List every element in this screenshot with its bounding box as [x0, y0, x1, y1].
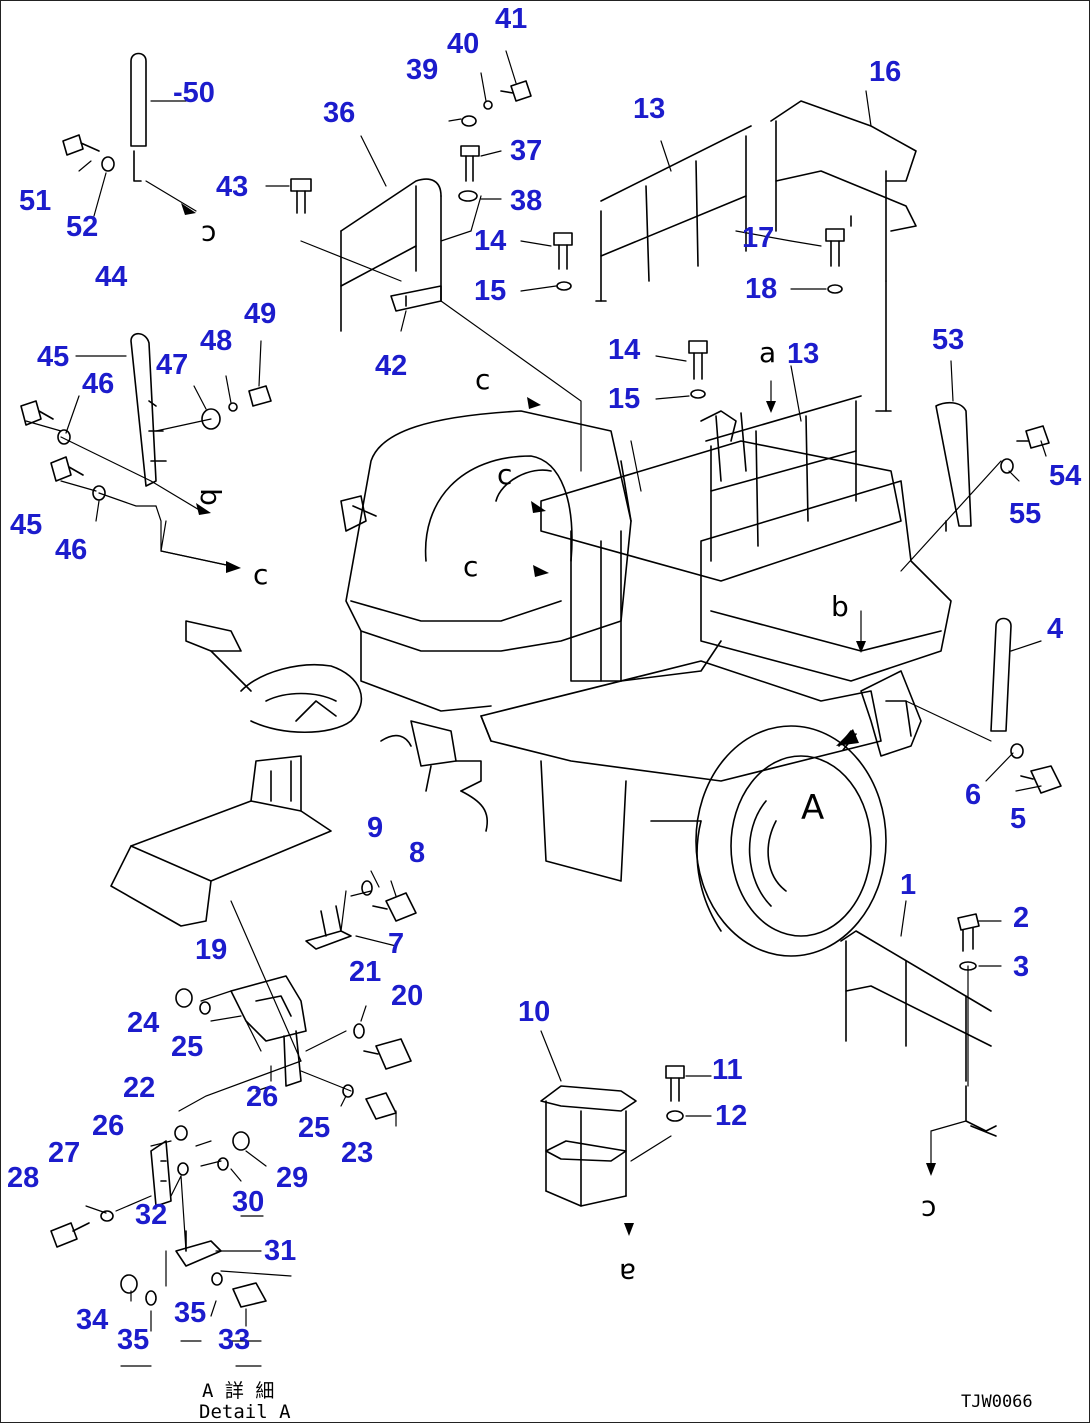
callout-1: 1: [900, 869, 917, 901]
callout-53: 53: [932, 324, 965, 356]
bracket-19: [230, 975, 307, 1087]
callout-30: 30: [232, 1186, 265, 1218]
callout-24: 24: [127, 1007, 160, 1039]
callout-9: 9: [367, 812, 384, 844]
callout-46-upper: 46: [82, 368, 115, 400]
callout-15-lower: 15: [608, 383, 641, 415]
callout-17: 17: [742, 222, 775, 254]
callout-40: 40: [447, 28, 480, 60]
ref-letter-a-lower: a: [619, 1257, 637, 1290]
callout-51: 51: [19, 185, 52, 217]
callout-8: 8: [409, 837, 426, 869]
leader-lines: [25, 50, 1047, 1367]
callout-2: 2: [1013, 902, 1030, 934]
handrail-36: [340, 178, 442, 332]
callout-12: 12: [715, 1100, 748, 1132]
callout-13-lower: 13: [787, 338, 820, 370]
ref-letter-c-1: c: [475, 363, 491, 396]
callout-22: 22: [123, 1072, 156, 1104]
callout-18: 18: [745, 273, 778, 305]
callout-19: 19: [195, 934, 228, 966]
callout-34: 34: [76, 1304, 109, 1336]
callout-42: 42: [375, 350, 408, 382]
callout-32: 32: [135, 1199, 168, 1231]
ref-letter-A: A: [801, 788, 825, 828]
callout-36: 36: [323, 97, 356, 129]
bracket-7: [305, 905, 352, 950]
drawing-number: TJW0066: [961, 1392, 1033, 1412]
callout-11: 11: [712, 1054, 743, 1086]
callout-7: 7: [388, 928, 405, 960]
step-10: [540, 1085, 637, 1207]
detail-a-caption-japanese: A 詳 細: [202, 1380, 275, 1402]
callout-27: 27: [48, 1137, 81, 1169]
ref-letter-c-4: c: [253, 558, 269, 591]
callout-47: 47: [156, 349, 189, 381]
callout-26-lower: 26: [92, 1110, 125, 1142]
detail-a-caption-english: Detail A: [199, 1401, 291, 1423]
handle-4: [990, 617, 1012, 732]
callout-21: 21: [349, 956, 382, 988]
bracket-31: [175, 1230, 222, 1267]
ref-letter-b-left: b: [193, 488, 227, 506]
callout-45-lower: 45: [10, 509, 43, 541]
callout-5: 5: [1010, 803, 1027, 835]
callout-54: 54: [1049, 460, 1082, 492]
machine-body: [110, 410, 952, 957]
ref-letter-c-6: c: [921, 1194, 937, 1227]
callout-44: 44: [95, 261, 128, 293]
callout-10: 10: [518, 996, 551, 1028]
callout-23: 23: [341, 1137, 374, 1169]
arrowheads: [181, 203, 936, 1236]
callout-52: 52: [66, 211, 99, 243]
ref-letter-c-5: c: [201, 219, 217, 252]
callout-31: 31: [264, 1235, 297, 1267]
callout-3: 3: [1013, 951, 1030, 983]
callout-20: 20: [391, 980, 424, 1012]
callout-26-upper: 26: [246, 1081, 279, 1113]
callout-4: 4: [1047, 613, 1064, 645]
callout-48: 48: [200, 325, 233, 357]
ref-letter-a-upper: a: [759, 336, 777, 369]
callout-14-lower: 14: [608, 334, 641, 366]
ref-letter-c-3: c: [463, 550, 479, 583]
callout-38: 38: [510, 185, 543, 217]
callout-28: 28: [7, 1162, 40, 1194]
callout-25-lower: 25: [298, 1112, 331, 1144]
callout-50-number: 50: [182, 77, 215, 109]
callout-14-upper: 14: [474, 225, 507, 257]
callout-16: 16: [869, 56, 902, 88]
callout-50: -50: [173, 79, 215, 108]
callout-15-upper: 15: [474, 275, 507, 307]
handrail-16: [770, 100, 917, 412]
callout-43: 43: [216, 171, 249, 203]
ref-letter-b-right: b: [831, 590, 849, 623]
callout-29: 29: [276, 1162, 309, 1194]
handrail-1: [840, 930, 997, 1137]
handrail-13-lower: [700, 395, 862, 562]
ref-letter-c-2: c: [497, 458, 513, 491]
callout-49: 49: [244, 298, 277, 330]
callout-37: 37: [510, 135, 543, 167]
callout-55: 55: [1009, 498, 1042, 530]
callout-46-lower: 46: [55, 534, 88, 566]
callout-45-upper: 45: [37, 341, 70, 373]
callout-6: 6: [965, 779, 982, 811]
callout-13-upper: 13: [633, 93, 666, 125]
callout-39: 39: [406, 54, 439, 86]
callout-50-leader: -: [173, 77, 183, 109]
callout-33: 33: [218, 1324, 251, 1356]
plate-26: [150, 1140, 172, 1207]
handrail-13-upper: [595, 125, 752, 302]
callout-35-right: 35: [174, 1297, 207, 1329]
fasteners: [20, 80, 1062, 1308]
handle-53: [935, 401, 972, 532]
callout-25-upper: 25: [171, 1031, 204, 1063]
handle-50: [130, 52, 147, 182]
callout-41: 41: [495, 3, 528, 35]
callout-35-left: 35: [117, 1324, 150, 1356]
